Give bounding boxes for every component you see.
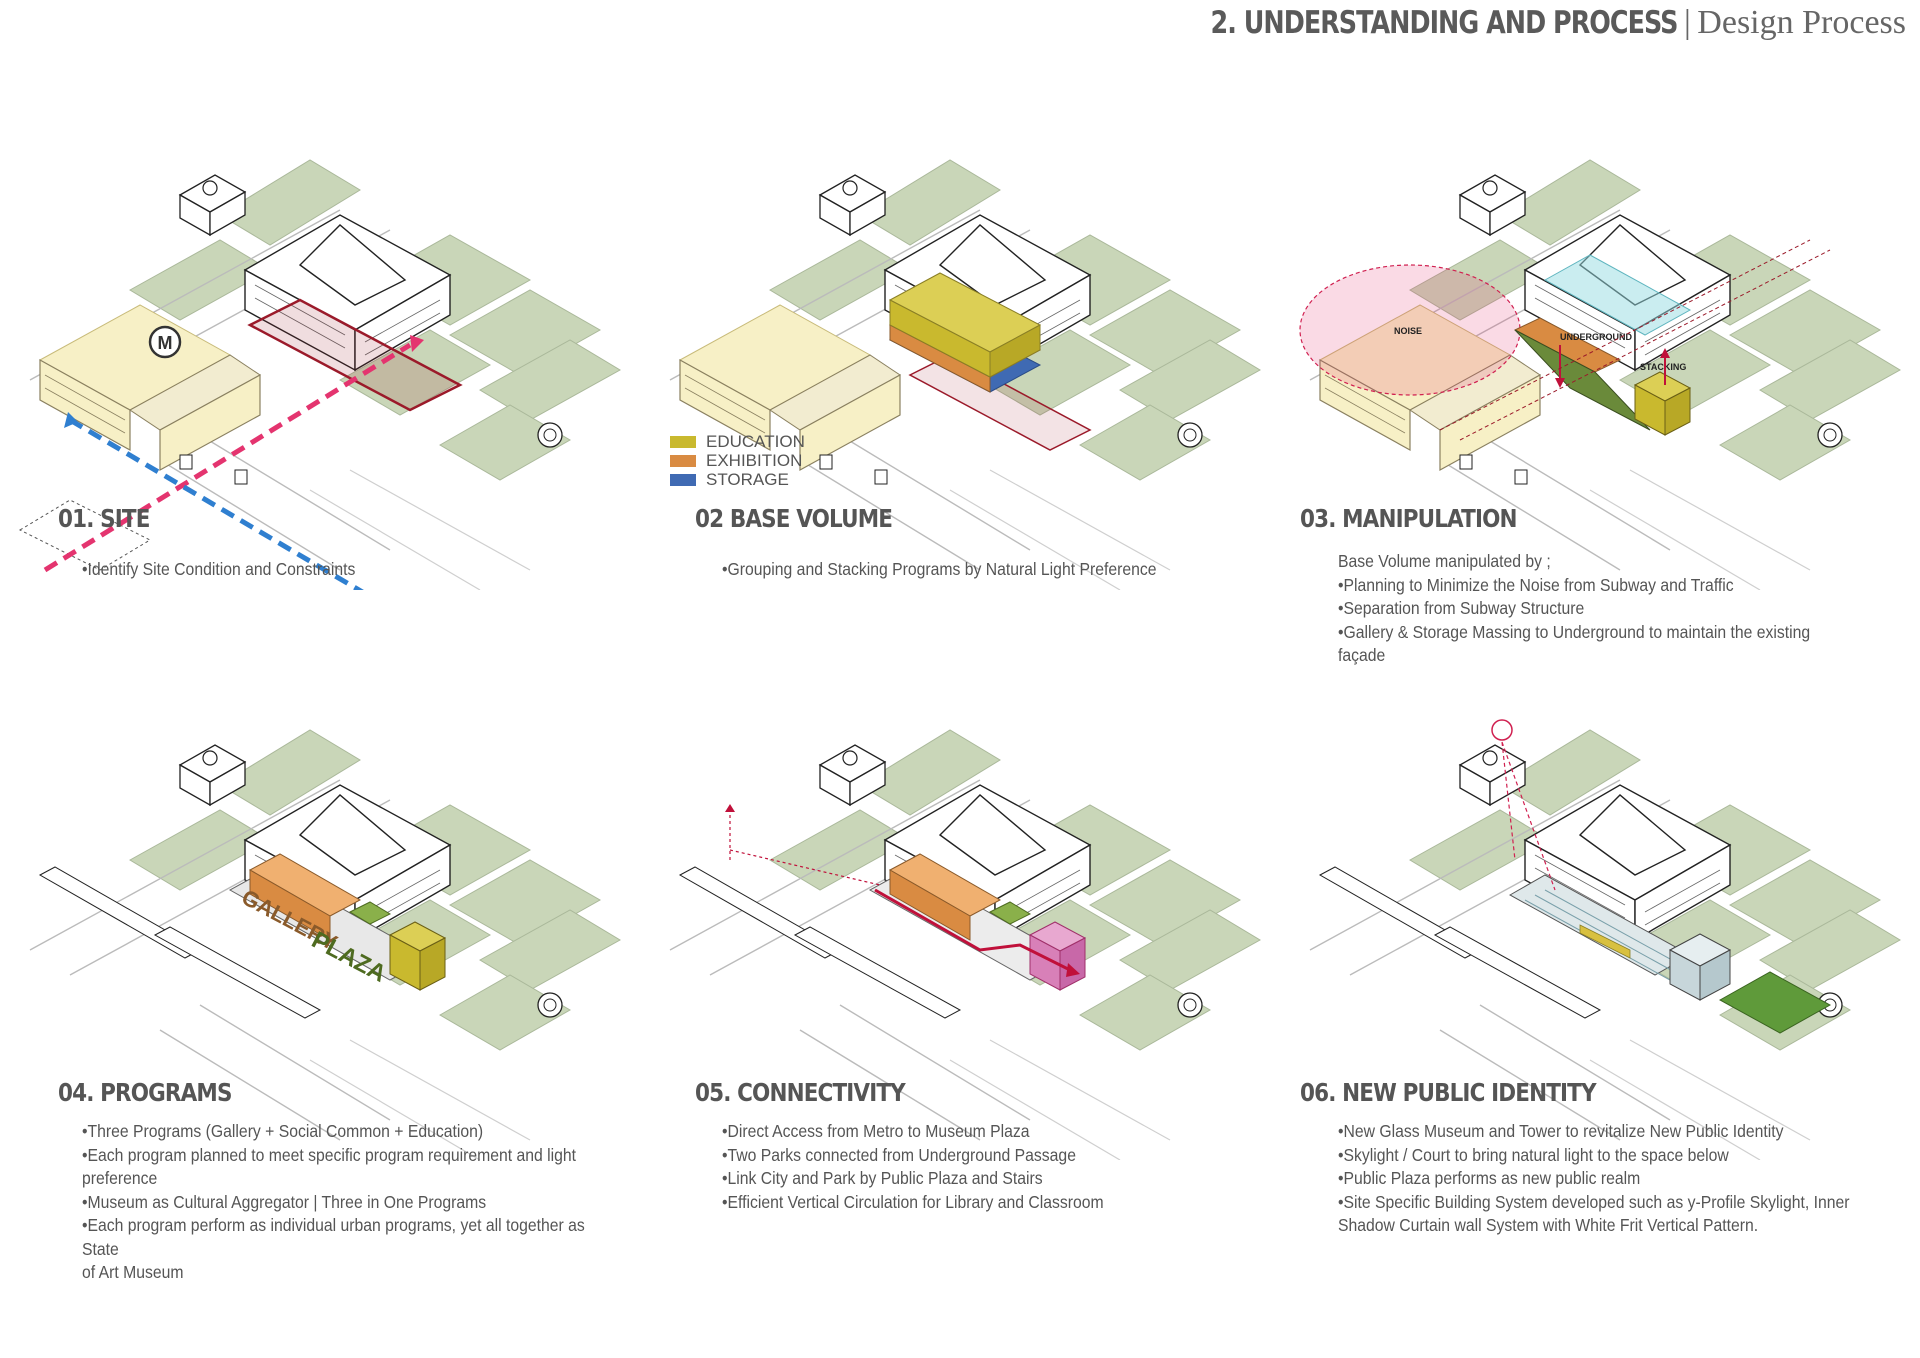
description-line: •Each program perform as individual urba…: [82, 1215, 585, 1259]
description-line: •New Glass Museum and Tower to revitaliz…: [1338, 1121, 1784, 1141]
description-line: •Each program planned to meet specific p…: [82, 1144, 577, 1165]
program-legend: EDUCATION EXHIBITION STORAGE: [670, 432, 805, 489]
page-title: 2. UNDERSTANDING AND PROCESS: [1210, 5, 1679, 41]
step-title: 02 BASE VOLUME: [695, 504, 893, 533]
legend-label: EDUCATION: [706, 431, 805, 451]
description-line: •Planning to Minimize the Noise from Sub…: [1338, 574, 1734, 595]
legend-label: STORAGE: [706, 469, 789, 489]
step-title: 04. PROGRAMS: [58, 1078, 232, 1107]
description-line: •Three Programs (Gallery + Social Common…: [82, 1121, 484, 1141]
step-description: •Three Programs (Gallery + Social Common…: [82, 1120, 586, 1285]
description-line: •Efficient Vertical Circulation for Libr…: [722, 1191, 1104, 1212]
step-description: •New Glass Museum and Tower to revitaliz…: [1338, 1120, 1878, 1238]
connectivity-diagram: [650, 700, 1270, 1160]
description-line: •Direct Access from Metro to Museum Plaz…: [722, 1121, 1030, 1141]
metro-label: M: [158, 333, 173, 353]
swatch: [670, 435, 696, 448]
description-line: •Skylight / Court to bring natural light…: [1338, 1144, 1729, 1165]
page-subtitle: Design Process: [1697, 4, 1906, 41]
public-identity-diagram: [1290, 700, 1910, 1160]
swatch: [670, 473, 696, 486]
description-line: •Gallery & Storage Massing to Undergroun…: [1338, 621, 1811, 666]
base-volume-diagram: [650, 130, 1270, 590]
legend-item-storage: STORAGE: [670, 470, 805, 489]
manipulation-diagram: NOISE UNDERGROUND STACKING: [1290, 130, 1910, 590]
description-line: •Link City and Park by Public Plaza and …: [722, 1168, 1043, 1188]
description-line: Base Volume manipulated by ;: [1338, 551, 1551, 571]
legend-label: EXHIBITION: [706, 450, 803, 470]
description-line: •Separation from Subway Structure: [1338, 598, 1585, 618]
noise-label: NOISE: [1394, 326, 1422, 336]
step-description: •Grouping and Stacking Programs by Natur…: [722, 558, 1226, 582]
legend-item-education: EDUCATION: [670, 432, 805, 451]
site-diagram: M: [10, 130, 630, 590]
step-description: •Direct Access from Metro to Museum Plaz…: [722, 1120, 1226, 1214]
description-line: •Site Specific Building System developed…: [1338, 1191, 1850, 1212]
programs-diagram: GALLERY PLAZA: [10, 700, 630, 1160]
description-line: •Two Parks connected from Underground Pa…: [722, 1144, 1076, 1165]
stacking-label: STACKING: [1640, 362, 1686, 372]
title-separator: |: [1684, 4, 1691, 41]
step-title: 01. SITE: [58, 504, 150, 533]
step-title: 05. CONNECTIVITY: [695, 1078, 906, 1107]
description-line: Shadow Curtain wall System with White Fr…: [1338, 1215, 1759, 1235]
step-description: Base Volume manipulated by ; •Planning t…: [1338, 550, 1860, 668]
step-title: 03. MANIPULATION: [1300, 504, 1518, 533]
step-description: •Identify Site Condition and Constraints: [82, 558, 586, 582]
swatch: [670, 454, 696, 467]
page-header: 2. UNDERSTANDING AND PROCESS | Design Pr…: [1108, 4, 1906, 42]
description-line: •Identify Site Condition and Constraints: [82, 559, 356, 579]
description-line: •Museum as Cultural Aggregator | Three i…: [82, 1191, 487, 1212]
description-line: preference: [82, 1168, 158, 1188]
legend-item-exhibition: EXHIBITION: [670, 451, 805, 470]
underground-label: UNDERGROUND: [1560, 332, 1633, 342]
step-title: 06. NEW PUBLIC IDENTITY: [1300, 1078, 1597, 1107]
description-line: •Grouping and Stacking Programs by Natur…: [722, 559, 1157, 579]
description-line: •Public Plaza performs as new public rea…: [1338, 1168, 1641, 1188]
description-line: of Art Museum: [82, 1262, 184, 1282]
